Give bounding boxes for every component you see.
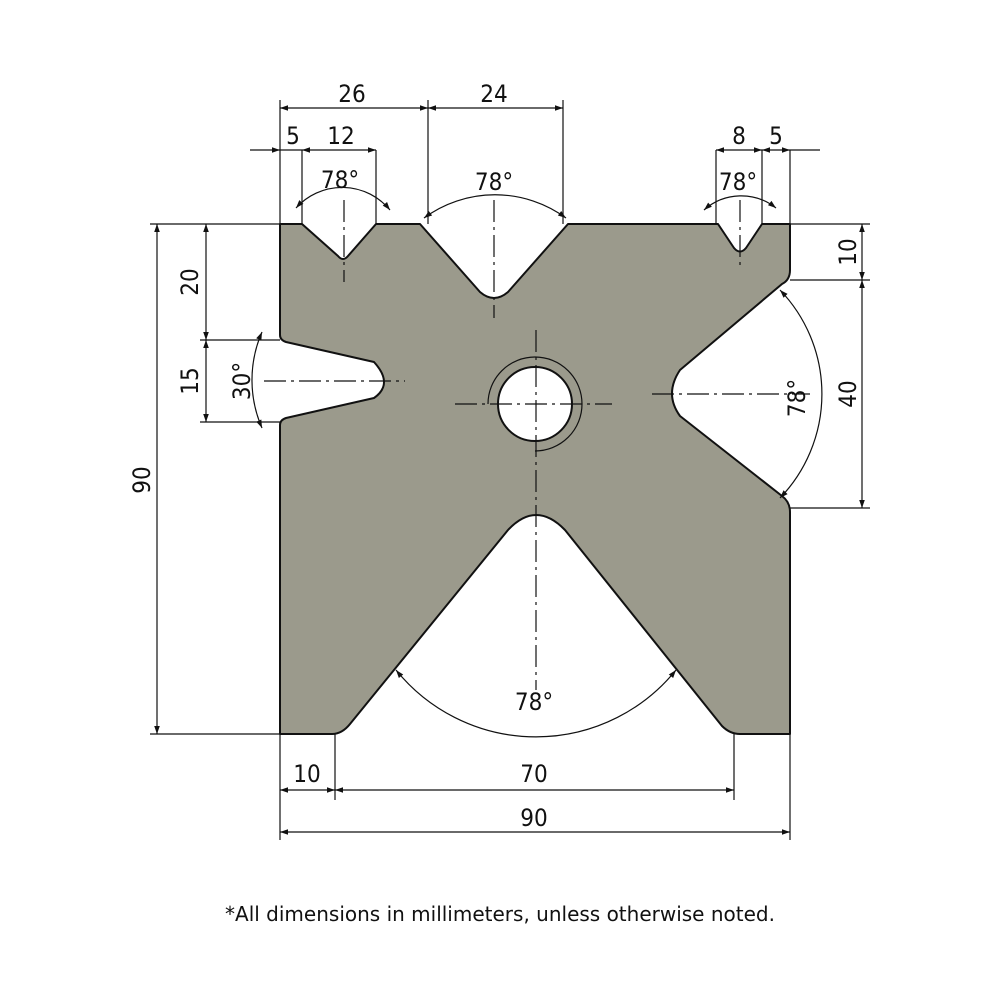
angle-top-left: 78° — [321, 166, 359, 194]
die-body — [279, 223, 791, 735]
angle-top-right: 78° — [719, 168, 757, 196]
dim-right-10: 10 — [834, 238, 862, 265]
dim-top-26: 26 — [338, 80, 365, 108]
dim-top-left-5: 5 — [286, 122, 300, 150]
extension-lines — [150, 100, 870, 840]
dim-top-24: 24 — [480, 80, 507, 108]
center-lines — [264, 200, 810, 690]
dim-top-right-5: 5 — [769, 122, 783, 150]
dim-bottom-70: 70 — [520, 760, 547, 788]
angle-right: 78° — [783, 379, 811, 417]
dim-left-20: 20 — [176, 268, 204, 295]
angle-left: 30° — [228, 362, 256, 400]
angle-arcs — [251, 186, 823, 738]
angle-top-center: 78° — [475, 168, 513, 196]
dim-left-90: 90 — [128, 466, 156, 493]
bottom-dimensions — [280, 787, 790, 835]
dim-bottom-90: 90 — [520, 804, 547, 832]
dim-right-40: 40 — [834, 380, 862, 407]
dim-left-15: 15 — [176, 367, 204, 394]
dim-top-right-8: 8 — [732, 122, 746, 150]
dim-top-left-12: 12 — [327, 122, 354, 150]
center-hole-thread-arc — [487, 356, 583, 452]
dim-bottom-10: 10 — [293, 760, 320, 788]
units-note: *All dimensions in millimeters, unless o… — [225, 902, 775, 926]
left-dimensions — [154, 224, 209, 734]
angle-bottom: 78° — [515, 688, 553, 716]
dimension-labels: 26 24 5 12 8 5 78° 78° 78° 20 15 90 30° … — [128, 80, 862, 832]
top-dimensions — [250, 105, 820, 153]
